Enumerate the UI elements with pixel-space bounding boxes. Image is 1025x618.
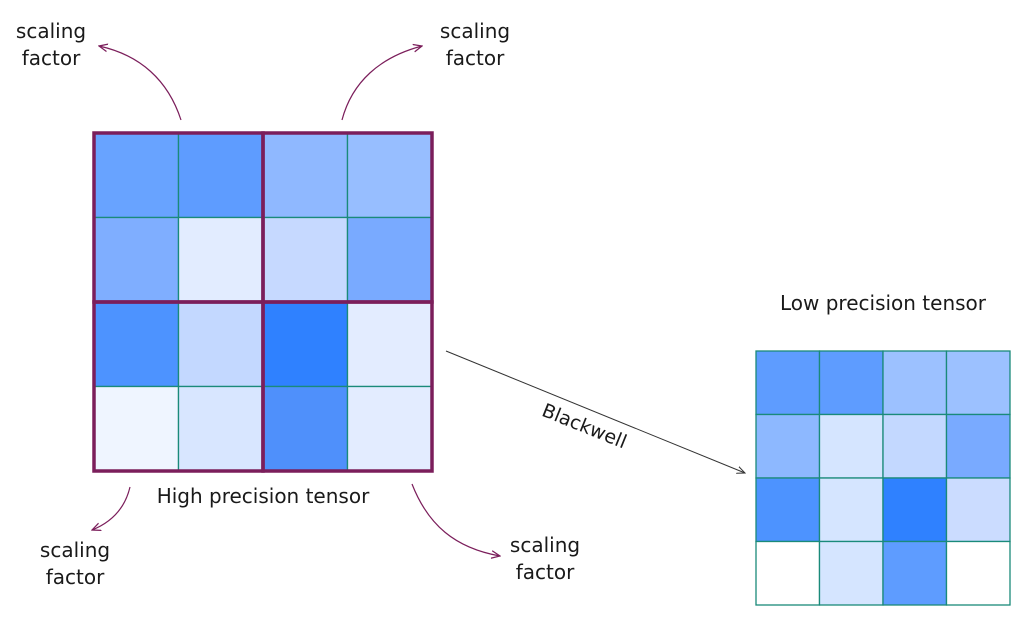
- block-border-bottom-right: [261, 300, 434, 473]
- factor-text: factor: [446, 46, 505, 70]
- factor-text: factor: [22, 46, 81, 70]
- low-precision-cell-r0-c3: [945, 350, 1011, 416]
- scaling-arrow-top-left: [99, 46, 182, 121]
- high-precision-tensor-grid: [93, 132, 433, 472]
- high-precision-cell-r0-c0: [93, 132, 180, 219]
- low-precision-cell-r3-c0: [755, 540, 821, 606]
- low-precision-cell-r1-c2: [882, 413, 948, 479]
- high-precision-cell-r2-c3: [346, 301, 433, 388]
- high-precision-cell-r3-c3: [346, 385, 433, 472]
- factor-text: factor: [46, 565, 105, 589]
- low-precision-cell-r2-c1: [818, 477, 884, 543]
- low-precision-cell-r2-c0: [755, 477, 821, 543]
- blackwell-arrow: [445, 350, 745, 473]
- scaling-text: scaling: [16, 19, 86, 43]
- high-precision-cell-r1-c3: [346, 216, 433, 303]
- low-precision-cell-r0-c1: [818, 350, 884, 416]
- low-precision-cell-r0-c2: [882, 350, 948, 416]
- high-precision-cell-r0-c2: [262, 132, 349, 219]
- scaling-text: scaling: [40, 538, 110, 562]
- low-precision-cell-r0-c0: [755, 350, 821, 416]
- low-precision-tensor-grid: [755, 350, 1011, 606]
- scaling-text: scaling: [440, 19, 510, 43]
- high-precision-cell-r0-c1: [177, 132, 264, 219]
- low-precision-cell-r3-c1: [818, 540, 884, 606]
- low-precision-cell-r3-c3: [945, 540, 1011, 606]
- low-precision-label: Low precision tensor: [780, 291, 987, 315]
- low-precision-cell-r1-c1: [818, 413, 884, 479]
- low-precision-cell-r2-c3: [945, 477, 1011, 543]
- high-precision-cell-r1-c0: [93, 216, 180, 303]
- scaling-factor-label-bottom-left: scaling factor: [40, 538, 110, 589]
- high-precision-cell-r3-c0: [93, 385, 180, 472]
- low-precision-cell-r1-c0: [755, 413, 821, 479]
- low-precision-cell-r1-c3: [945, 413, 1011, 479]
- high-precision-cell-r2-c0: [93, 301, 180, 388]
- low-precision-cell-r2-c2: [882, 477, 948, 543]
- scaling-factor-label-top-left: scaling factor: [16, 19, 86, 70]
- high-precision-cell-r0-c3: [346, 132, 433, 219]
- factor-text: factor: [516, 560, 575, 584]
- scaling-arrow-bottom-right: [411, 483, 500, 556]
- scaling-factor-label-top-right: scaling factor: [440, 19, 510, 70]
- high-precision-cell-r2-c1: [177, 301, 264, 388]
- scaling-block-borders: [92, 131, 434, 473]
- high-precision-cell-r1-c1: [177, 216, 264, 303]
- low-precision-cell-r3-c2: [882, 540, 948, 606]
- high-precision-label: High precision tensor: [157, 484, 370, 508]
- high-precision-cell-r3-c1: [177, 385, 264, 472]
- scaling-arrow-top-right: [341, 46, 422, 121]
- scaling-factor-label-bottom-right: scaling factor: [510, 533, 580, 584]
- high-precision-cell-r1-c2: [262, 216, 349, 303]
- scaling-text: scaling: [510, 533, 580, 557]
- high-precision-cell-r3-c2: [262, 385, 349, 472]
- high-precision-cell-r2-c2: [262, 301, 349, 388]
- scaling-arrow-bottom-left: [92, 486, 131, 530]
